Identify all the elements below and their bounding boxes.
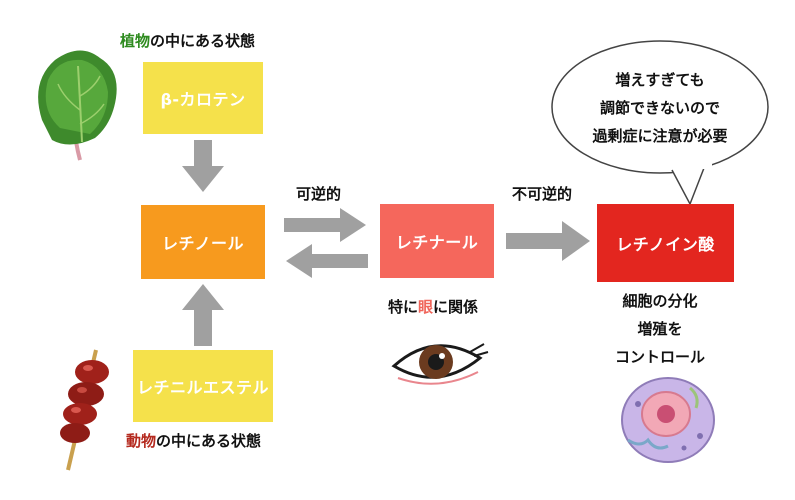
spinach-icon — [38, 50, 117, 161]
beta-carotene-label: β-カロテン — [160, 90, 246, 109]
animal-caption-rest: の中にある状態 — [156, 432, 262, 450]
eye-icon — [391, 343, 489, 385]
arrow-carotene-to-retinol — [182, 140, 224, 192]
speech-bubble — [551, 40, 769, 206]
animal-highlight: 動物 — [126, 432, 157, 450]
eye-caption: 特に眼に関係 — [388, 296, 478, 317]
retinoic-acid-label: レチノイン酸 — [616, 235, 715, 254]
meat-skewer-icon — [60, 349, 109, 471]
eye-caption-highlight: 眼 — [418, 298, 434, 316]
plant-state-caption: 植物の中にある状態 — [120, 30, 255, 51]
bubble-line-2: 調節できないので — [599, 99, 720, 117]
bubble-line-3: 過剰症に注意が必要 — [592, 127, 728, 145]
eye-caption-pre: 特に — [388, 298, 419, 316]
retinyl-ester-label: レチニルエステル — [136, 378, 269, 397]
eye-caption-post: に関係 — [433, 298, 479, 316]
acid-caption-line-2: 増殖を — [637, 320, 683, 338]
retinol-label: レチノール — [161, 234, 245, 253]
retinal-label: レチナール — [395, 233, 479, 252]
retinyl-ester-box: レチニルエステル — [133, 350, 273, 422]
beta-carotene-box: β-カロテン — [143, 62, 263, 134]
plant-caption-rest: の中にある状態 — [150, 32, 256, 50]
retinal-box: レチナール — [380, 204, 494, 278]
animal-state-caption: 動物の中にある状態 — [126, 430, 261, 451]
arrow-retinal-to-acid — [506, 221, 590, 261]
speech-bubble-text: 増えすぎても 調節できないので 過剰症に注意が必要 — [570, 66, 750, 150]
plant-highlight: 植物 — [120, 32, 151, 50]
acid-caption-line-1: 細胞の分化 — [622, 292, 698, 310]
arrow-retinol-to-retinal — [284, 208, 366, 242]
acid-caption-line-3: コントロール — [614, 348, 705, 366]
retinoic-acid-box: レチノイン酸 — [597, 204, 734, 282]
bubble-line-1: 増えすぎても — [615, 71, 705, 89]
acid-caption: 細胞の分化 増殖を コントロール — [595, 287, 725, 371]
reversible-label: 可逆的 — [296, 185, 342, 203]
arrow-ester-to-retinol — [182, 284, 224, 346]
arrow-retinal-to-retinol — [286, 244, 368, 278]
cell-icon — [621, 377, 715, 463]
irreversible-label: 不可逆的 — [512, 185, 573, 203]
retinol-box: レチノール — [141, 205, 265, 279]
